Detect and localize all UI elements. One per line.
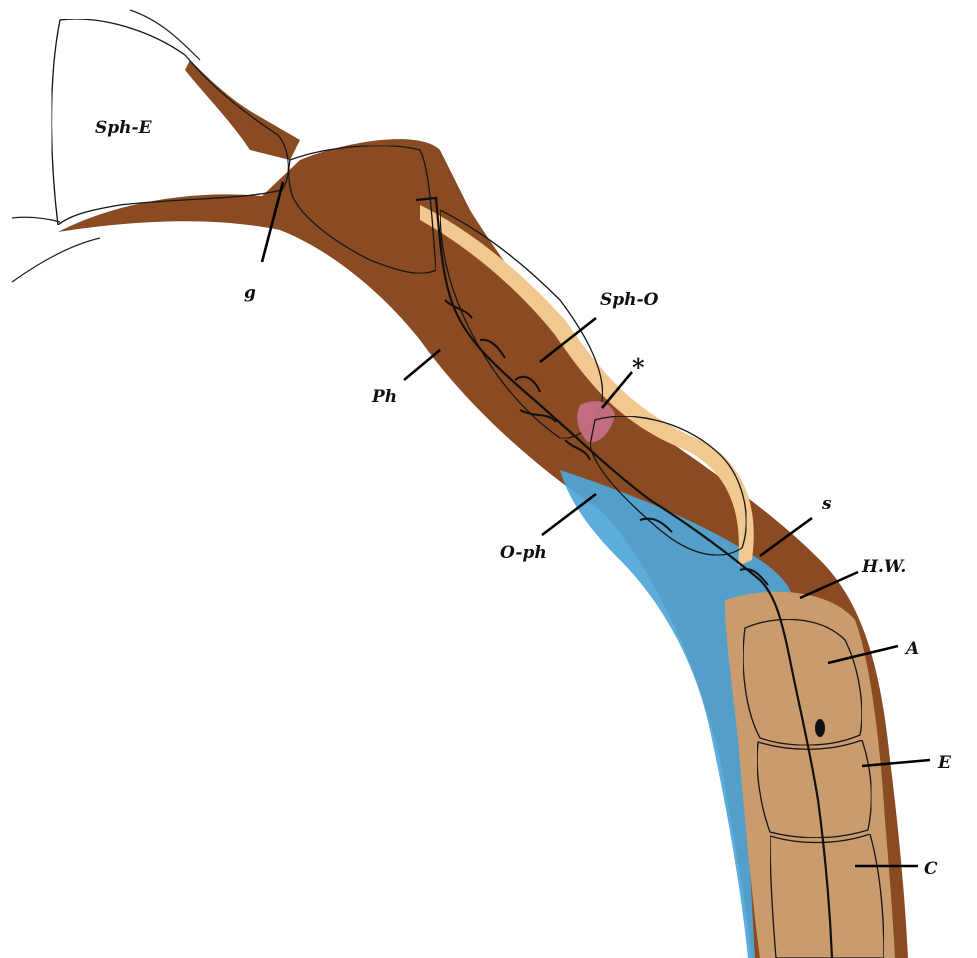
label-e: E <box>937 753 952 773</box>
label-o-ph: O-ph <box>500 543 547 563</box>
outer-line-top <box>130 10 200 60</box>
label-a: A <box>904 639 919 659</box>
label-hw: H.W. <box>861 557 906 577</box>
label-g: g <box>244 283 256 303</box>
outer-line-left <box>12 217 60 222</box>
label-c: C <box>924 859 938 879</box>
label-star: * <box>632 353 645 382</box>
label-sph-e: Sph-E <box>95 118 153 138</box>
label-s: s <box>821 494 832 514</box>
outer-line-lower <box>12 238 100 282</box>
label-ph: Ph <box>371 387 397 407</box>
label-sph-o: Sph-O <box>600 290 659 310</box>
leader-ph <box>404 350 440 380</box>
nerve-node <box>815 719 825 737</box>
